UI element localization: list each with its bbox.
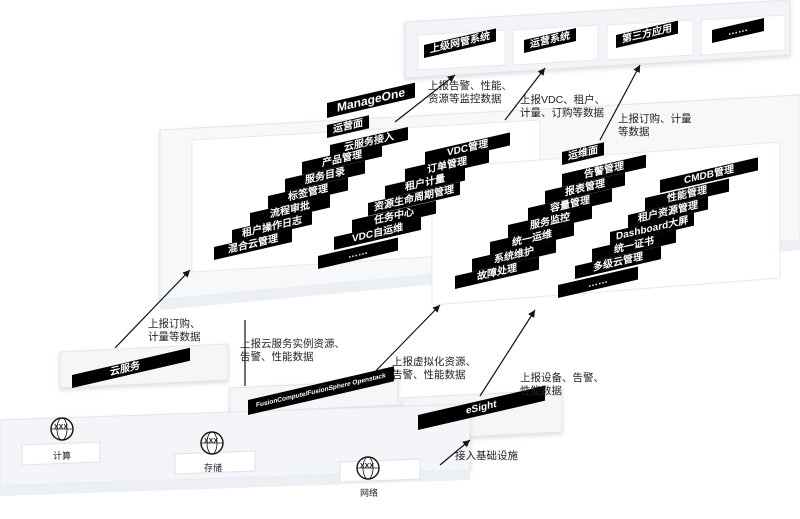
icon-text-storage: XXX: [204, 438, 219, 445]
annotation-top-monitoring: 上报告警、性能、 资源等监控数据: [428, 80, 512, 105]
annotation-vdc-report: 上报VDC、租户、 计量、订购等数据: [520, 94, 606, 119]
infra-storage-label: 存储: [204, 463, 223, 473]
infra-compute-label: 计算: [53, 451, 72, 461]
annotation-device-report: 上报设备、告警、 性能数据: [520, 372, 604, 397]
annotation-cloud-order: 上报订购、 计量等数据: [148, 318, 201, 343]
arrow-infra-to-esight: [439, 439, 471, 466]
compute-icon: [50, 417, 74, 441]
arrow-cloud-to-op: [114, 269, 191, 349]
annotation-virtual-report: 上报虚拟化资源、 告警、性能数据: [392, 356, 476, 381]
annotation-order-report: 上报订购、计量 等数据: [618, 113, 692, 138]
annotation-cloud-instance: 上报云服务实例资源、 告警、性能数据: [240, 338, 345, 363]
network-icon: [356, 456, 380, 480]
icon-text-network: XXX: [360, 463, 375, 470]
icon-text-compute: XXX: [54, 424, 69, 431]
infra-network-label: 网络: [360, 488, 379, 498]
annotation-infra-access: 接入基础设施: [455, 450, 518, 462]
storage-icon: [200, 431, 224, 455]
arrow-om-to-third: [599, 64, 641, 141]
arrow-operation-to-top: [394, 74, 456, 123]
arrow-om-to-ops: [504, 67, 546, 121]
arrow-esight-to-om: [479, 309, 536, 397]
